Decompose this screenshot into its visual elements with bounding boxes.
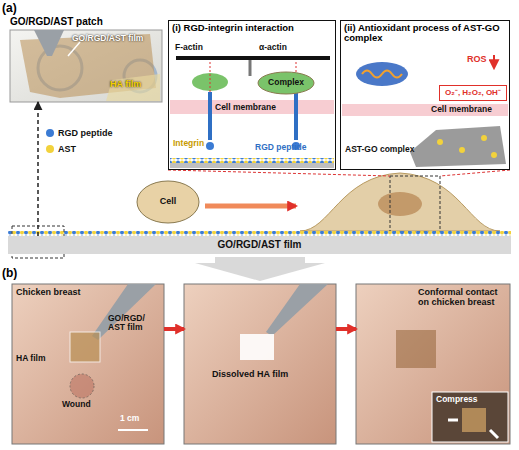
legend-text: RGD peptide <box>58 128 113 138</box>
connector-arrow <box>37 102 39 236</box>
ellipse-shape <box>137 181 199 223</box>
node-label: ROS <box>467 55 497 65</box>
legend-item: RGD peptide <box>46 128 113 138</box>
node-label: GO/RGD/ AST film <box>108 314 158 333</box>
panel-label: (b) <box>2 266 17 280</box>
legend-text: AST <box>58 144 76 154</box>
node-heading: Complex <box>257 78 315 87</box>
node-label: 1 cm <box>120 414 160 423</box>
chicken-photo <box>184 284 336 444</box>
node-heading: GO/RGD/AST film <box>8 239 511 250</box>
node-label: Integrin <box>173 139 223 148</box>
compress-photo <box>432 392 508 442</box>
cell-shape: Cell <box>136 180 200 224</box>
node-label: AST-GO complex <box>345 145 415 154</box>
ast-dot <box>459 147 465 153</box>
node-label: RGD peptide <box>255 143 331 152</box>
ros-box: O₂⁻, H₂O₂, OH⁻ <box>439 85 507 101</box>
node-label: Wound <box>62 400 112 409</box>
connector-arrow <box>164 327 184 331</box>
node-label: Cell membrane <box>215 103 305 112</box>
chicken-photo <box>12 284 164 444</box>
scale-bar <box>118 429 148 431</box>
node-heading: Compress <box>436 395 504 404</box>
surface-dots <box>170 158 334 163</box>
compress-inset: Compress <box>432 392 508 442</box>
cell-membrane <box>342 104 508 116</box>
zoom-line <box>440 170 510 176</box>
photo-panel: Chicken breastGO/RGD/ AST film HA filmWou… <box>12 284 164 444</box>
node-heading: GO/RGD/AST patch <box>10 16 160 27</box>
attached-patch <box>396 330 436 368</box>
cristae <box>362 71 402 78</box>
ast-dot <box>437 139 443 145</box>
wound <box>70 374 94 398</box>
legend-swatch <box>46 145 54 153</box>
complex-ellipse: Complex <box>257 71 315 95</box>
photo-panel: Conformal contact on chicken breastCompr… <box>356 284 510 444</box>
node-heading: Chicken breast <box>16 288 106 298</box>
decrease-arrow <box>493 55 495 68</box>
spread-cell <box>300 173 500 231</box>
spreading-arrow <box>205 204 296 209</box>
inset-box: (i) RGD-integrin interactionF-actin α-act… <box>168 20 336 170</box>
tweezers <box>266 284 328 336</box>
photo-panel: Dissolved HA film <box>184 284 336 444</box>
alpha-actin <box>249 60 252 76</box>
tweezers <box>34 30 64 56</box>
ha-film <box>106 74 160 101</box>
transition-arrow <box>195 257 325 281</box>
chicken-photo <box>356 284 510 444</box>
mitochondrion <box>356 62 408 86</box>
pointer-line <box>68 42 80 56</box>
film-square <box>70 332 100 362</box>
ellipse-shape <box>258 72 314 94</box>
node-heading: Conformal contact on chicken breast <box>418 288 508 308</box>
node-label: HA film <box>110 80 160 90</box>
node-heading: Cell <box>136 197 200 207</box>
node-label: F-actin <box>175 43 225 52</box>
node-heading: (i) RGD-integrin interaction <box>172 23 334 33</box>
node-label: GO/RGD/AST film <box>72 34 160 43</box>
attached-patch <box>462 408 486 432</box>
legend-item: AST <box>46 144 76 154</box>
cell-membrane <box>170 100 334 114</box>
node-heading: Dissolved HA film <box>212 370 322 380</box>
zoom-line <box>168 170 390 176</box>
ast-dot <box>481 135 487 141</box>
node-heading: O₂⁻, H₂O₂, OH⁻ <box>440 89 506 98</box>
zoom-box <box>390 176 440 232</box>
inset-box: (ii) Antioxidant process of AST-GO compl… <box>340 20 510 170</box>
patch-photo <box>10 30 162 102</box>
node-label: α-actin <box>259 43 309 52</box>
node-heading: (ii) Antioxidant process of AST-GO compl… <box>344 23 508 44</box>
ast-dot <box>491 152 497 158</box>
f-actin <box>176 56 330 60</box>
press-arrow <box>448 419 458 422</box>
node-label: Cell membrane <box>431 105 509 114</box>
film-bar: GO/RGD/AST film <box>8 236 511 254</box>
press-arrow <box>490 430 498 438</box>
node-label: HA film <box>16 354 66 363</box>
dissolved-film <box>240 334 274 360</box>
legend-swatch <box>46 129 54 137</box>
rgd-peptide <box>206 142 214 150</box>
nucleus <box>378 192 422 216</box>
photo-panel: GO/RGD/AST patchGO/RGD/AST filmHA film <box>10 30 162 102</box>
integrin <box>210 92 296 140</box>
connector-arrow <box>336 327 356 331</box>
panel-label: (a) <box>2 1 17 15</box>
substrate <box>170 163 334 168</box>
go-sheet <box>410 126 506 167</box>
